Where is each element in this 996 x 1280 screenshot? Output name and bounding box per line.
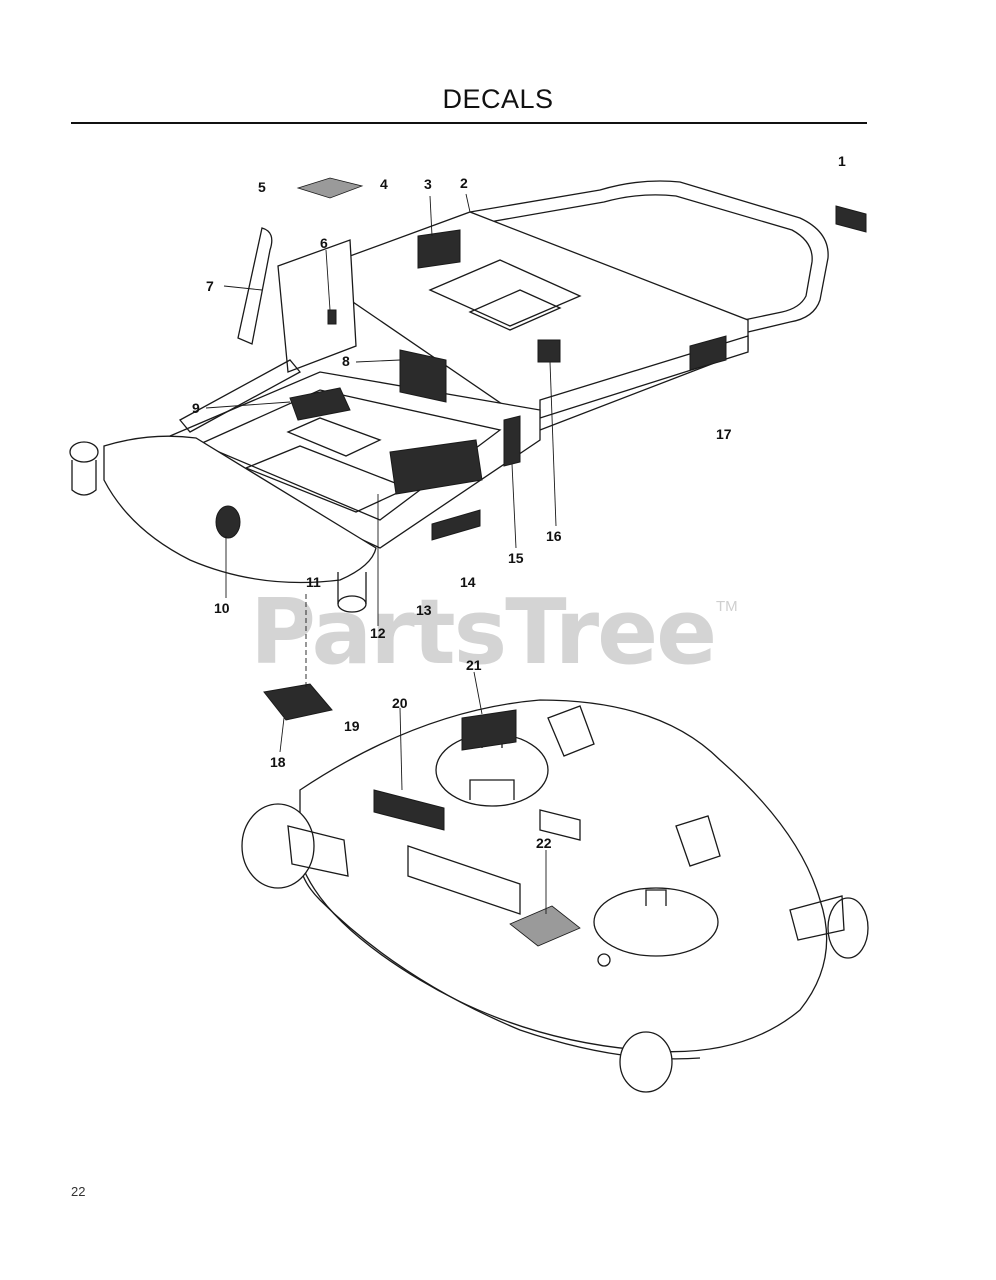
callout-14: 14 [460, 574, 476, 590]
decal-22 [509, 905, 581, 947]
page-title: DECALS [442, 84, 554, 114]
callout-10: 10 [214, 600, 230, 616]
watermark-trademark: TM [716, 598, 738, 615]
callout-17: 17 [716, 426, 732, 442]
callout-5: 5 [258, 179, 266, 195]
callout-3: 3 [424, 176, 432, 192]
decal-4 [296, 177, 364, 199]
decal-10 [215, 505, 241, 539]
decal-15 [503, 415, 521, 467]
callout-12: 12 [370, 625, 386, 641]
decal-18 [263, 683, 333, 721]
deck-assembly [241, 699, 869, 1093]
callout-2: 2 [460, 175, 468, 191]
decal-8 [399, 349, 447, 403]
callout-18: 18 [270, 754, 286, 770]
decal-21 [461, 709, 517, 751]
callout-19: 19 [344, 718, 360, 734]
callout-6: 6 [320, 235, 328, 251]
deck-decals [263, 683, 581, 947]
callout-labels: 1 2 3 4 5 6 7 8 9 10 11 12 13 14 15 16 1… [192, 153, 846, 851]
decal-17 [689, 335, 727, 371]
leader-lines [205, 193, 557, 914]
callout-8: 8 [342, 353, 350, 369]
decal-3 [417, 229, 461, 269]
title-rule [71, 122, 867, 124]
decal-9 [289, 387, 351, 421]
callout-20: 20 [392, 695, 408, 711]
frame-assembly [69, 180, 829, 613]
decal-6 [327, 309, 337, 325]
page-number: 22 [71, 1184, 86, 1199]
decal-12 [389, 439, 483, 495]
decal-7 [237, 227, 273, 345]
callout-15: 15 [508, 550, 524, 566]
callout-21: 21 [466, 657, 482, 673]
callout-16: 16 [546, 528, 562, 544]
frame-decals [215, 177, 867, 541]
callout-11: 11 [306, 574, 321, 590]
callout-4: 4 [380, 176, 388, 192]
callout-7: 7 [206, 278, 214, 294]
decal-20 [373, 789, 445, 831]
decal-1 [835, 205, 867, 233]
decal-16 [537, 339, 561, 363]
decal-14 [431, 509, 481, 541]
callout-1: 1 [838, 153, 846, 169]
callout-9: 9 [192, 400, 200, 416]
callout-13: 13 [416, 602, 432, 618]
callout-22: 22 [536, 835, 552, 851]
watermark: PartsTree [250, 580, 717, 685]
